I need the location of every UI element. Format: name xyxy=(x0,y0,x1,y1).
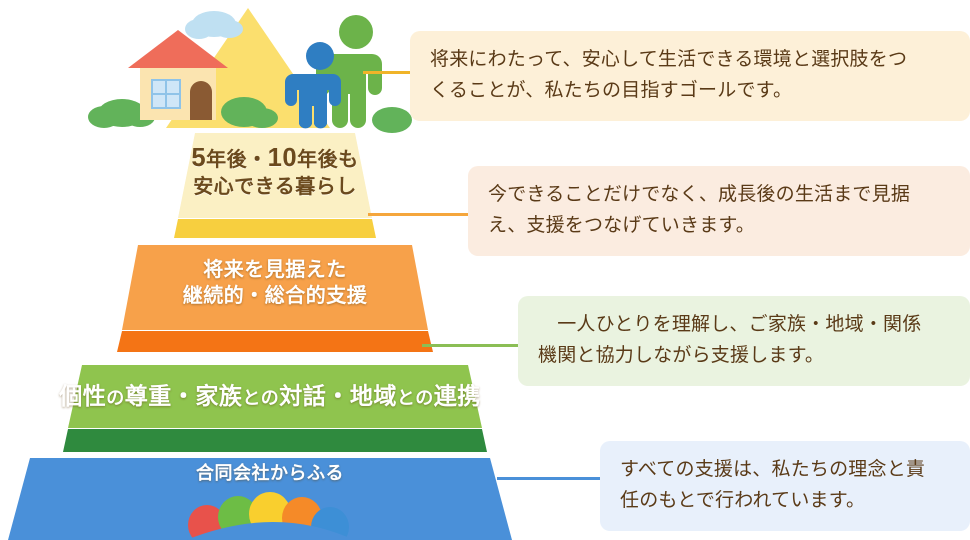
callout-4-line-1: すべての支援は、私たちの理念と責 xyxy=(620,459,926,480)
bush-icon xyxy=(221,97,278,128)
callout-2-line-1: 今できることだけでなく、成長後の生活まで見据 xyxy=(488,184,911,205)
cloud-icon xyxy=(185,11,243,39)
tier-3-base xyxy=(63,429,487,452)
child-figure-icon xyxy=(285,42,341,129)
connector-line-2 xyxy=(368,206,487,223)
callout-2-line-2: え、支援をつなげていきます。 xyxy=(488,214,755,236)
callout-4-line-2: 任のもとで行われています。 xyxy=(620,489,866,511)
callout-box-4: すべての支援は、私たちの理念と責 任のもとで行われています。 xyxy=(600,441,970,531)
tier-2-shape[interactable] xyxy=(122,245,428,330)
house-icon xyxy=(128,30,228,120)
callout-box-2: 今できることだけでなく、成長後の生活まで見据 え、支援をつなげていきます。 xyxy=(468,166,970,256)
karafuru-logo-icon xyxy=(186,492,354,540)
callout-1-line-1: 将来にわたって、安心して生活できる環境と選択肢をつ xyxy=(430,49,908,70)
tier-2-base xyxy=(117,331,433,352)
connector-line-4 xyxy=(497,470,620,487)
callout-3-line-1: 一人ひとりを理解し、ご家族・地域・関係 xyxy=(538,314,922,335)
callout-box-3: 一人ひとりを理解し、ご家族・地域・関係 機関と協力しながら支援します。 xyxy=(518,296,970,386)
tier-3-shape[interactable] xyxy=(68,365,482,428)
bush-icon xyxy=(372,107,412,133)
callout-3-line-2: 機関と協力しながら支援します。 xyxy=(538,344,825,366)
tier-1-shape[interactable] xyxy=(178,133,372,218)
tier-1-base xyxy=(174,219,376,238)
callout-1-line-2: くることが、私たちの目指すゴールです。 xyxy=(430,79,793,101)
connector-line-3 xyxy=(422,337,537,354)
callout-box-1: 将来にわたって、安心して生活できる環境と選択肢をつ くることが、私たちの目指すゴ… xyxy=(410,31,970,121)
pyramid-graphic xyxy=(8,133,512,540)
